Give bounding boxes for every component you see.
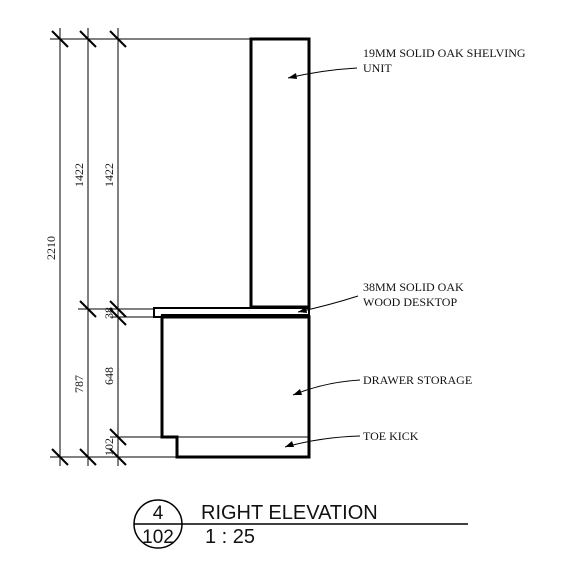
dimension-lines	[50, 28, 251, 466]
arrowhead-toe	[285, 441, 294, 447]
leader-drawer	[292, 379, 361, 396]
dim-desktop: 38	[102, 307, 116, 319]
dim-drawer: 648	[102, 367, 116, 385]
leader-arrowheads	[285, 73, 307, 447]
dim-overall: 2210	[44, 236, 58, 260]
leaders	[284, 67, 361, 448]
annotations: 19MM SOLID OAK SHELVING UNIT 38MM SOLID …	[363, 46, 526, 443]
note-toe: TOE KICK	[363, 429, 419, 443]
note-desktop-line2: WOOD DESKTOP	[363, 295, 457, 309]
note-desktop-line1: 38MM SOLID OAK	[363, 280, 464, 294]
leader-toe	[284, 435, 361, 448]
leader-shelving	[287, 67, 358, 79]
leader-desktop	[297, 295, 359, 313]
arrowhead-desktop	[298, 307, 307, 313]
dim-lower-total: 787	[72, 375, 86, 393]
dimension-labels: 2210 787 1422 1422 38 648 102	[44, 163, 116, 456]
detail-number: 4	[153, 503, 164, 524]
note-shelving-line2: UNIT	[363, 61, 392, 75]
shelving-unit	[249, 37, 311, 309]
drawing-title: RIGHT ELEVATION	[201, 502, 378, 524]
dimension-ticks	[51, 30, 127, 466]
note-drawer: DRAWER STORAGE	[363, 373, 472, 387]
dim-toe: 102	[102, 438, 116, 456]
sheet-number: 102	[142, 527, 174, 548]
dim-upper-a: 1422	[72, 163, 86, 187]
title-block: 4 102 RIGHT ELEVATION 1 : 25	[133, 499, 468, 549]
arrowhead-drawer	[293, 389, 302, 395]
drawer-storage-body	[160, 315, 311, 459]
furniture-outline	[153, 37, 311, 459]
note-shelving-line1: 19MM SOLID OAK SHELVING	[363, 46, 526, 60]
dim-upper-b: 1422	[102, 163, 116, 187]
arrowhead-shelving	[288, 73, 297, 79]
drawing-scale: 1 : 25	[205, 526, 255, 548]
